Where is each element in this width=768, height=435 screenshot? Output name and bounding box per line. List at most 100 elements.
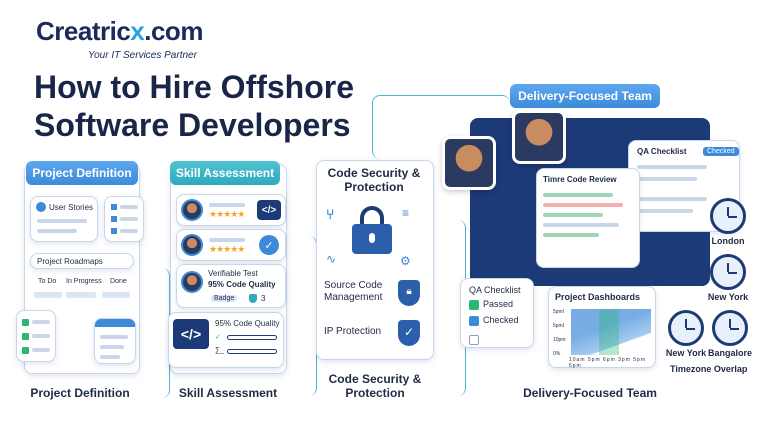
candidate-row: ★★★★★ ✓ — [176, 229, 286, 261]
qa-empty-item[interactable] — [469, 331, 483, 349]
checklist-icon — [111, 216, 117, 222]
checkbox-checked[interactable] — [469, 299, 479, 310]
text-line — [637, 197, 707, 201]
code-lines-icon: ≡ — [402, 206, 410, 220]
kanban-col-done: Done — [110, 278, 127, 285]
verifiable-test-card: Verifiable Test 95% Code Quality Badge 3 — [176, 264, 286, 308]
text-line — [100, 355, 120, 359]
test-count: 3 — [261, 294, 266, 303]
check-icon: ✓ — [215, 334, 221, 341]
text-line — [100, 345, 124, 349]
sigma-icon: ∑_ — [215, 347, 224, 354]
code-icon: </> — [257, 200, 281, 220]
page-title: How to Hire Offshore Software Developers — [34, 69, 355, 143]
qa-checked-item[interactable]: Checked — [469, 315, 519, 326]
user-stories-panel: User Stories — [30, 196, 98, 242]
connector-line — [372, 95, 510, 159]
code-line — [543, 223, 619, 227]
browser-mock-card — [94, 318, 136, 364]
kanban-card — [66, 292, 96, 298]
connector-line — [140, 268, 170, 398]
clock-icon — [712, 310, 748, 346]
dash-x-ticks: 10am 5pm 6pm 3pm 5pm 6pm — [569, 357, 647, 369]
rating-stars: ★★★★★ — [209, 244, 245, 254]
shield-check-icon: ✓ — [398, 320, 420, 346]
brand-tagline: Your IT Services Partner — [88, 50, 197, 61]
code-security-heading: Code Security & Protection — [327, 166, 421, 194]
kanban-board: To Do In Progress Done — [30, 274, 134, 324]
dash-y-tick: 10pm — [553, 337, 566, 343]
code-icon: </> — [173, 319, 209, 349]
code-quality-card: </> 95% Code Quality ✓ ∑_ — [168, 312, 284, 368]
skill-assessment-pill: Skill Assessment — [170, 161, 280, 185]
text-line — [120, 205, 138, 209]
text-line — [32, 348, 50, 352]
text-line — [32, 334, 50, 338]
city-label-london: London — [711, 236, 745, 246]
dashboard-area-chart — [571, 309, 651, 355]
checklist-panel — [104, 196, 144, 242]
team-member-avatar — [442, 136, 496, 190]
dash-y-tick: 5pml — [553, 323, 564, 329]
padlock-icon — [352, 206, 392, 254]
skill-assessment-caption: Skill Assessment — [178, 386, 278, 400]
browser-bar — [95, 319, 135, 327]
gear-icon: ⚙ — [400, 254, 411, 268]
clock-icon — [710, 198, 746, 234]
text-line — [637, 209, 693, 213]
brand-logo: Creatricx.com — [36, 16, 203, 46]
text-line — [637, 165, 707, 169]
shield-lock-icon: 🔒︎ — [398, 280, 420, 306]
checklist-icon — [111, 204, 117, 210]
ip-protection-label: IP Protection — [324, 326, 382, 337]
text-line — [209, 203, 245, 207]
progress-bar — [227, 335, 277, 340]
code-line — [543, 233, 599, 237]
connector-line — [287, 236, 317, 396]
candidate-avatar — [181, 234, 203, 256]
task-list-card — [16, 310, 56, 362]
user-stories-label: User Stories — [49, 203, 94, 212]
candidate-row: ★★★★★ </> — [176, 194, 286, 226]
city-label-newyork: New York — [707, 292, 749, 302]
text-line — [120, 229, 138, 233]
kanban-col-todo: To Do — [38, 278, 57, 285]
code-review-panel: Timre Code Review — [536, 168, 640, 268]
progress-bar — [227, 349, 277, 354]
code-line — [543, 203, 623, 207]
code-line — [543, 213, 603, 217]
checklist-icon — [111, 228, 117, 234]
qa-checklist-panel: QA Checklist Passed Checked — [460, 278, 534, 348]
project-definition-pill: Project Definition — [26, 161, 138, 185]
checkbox-checked[interactable] — [469, 315, 479, 326]
checkbox-unchecked[interactable] — [469, 334, 479, 345]
text-line — [120, 217, 138, 221]
timezone-overlap-label: Timezone Overlap — [670, 364, 748, 374]
code-review-title: Timre Code Review — [543, 175, 617, 184]
qa-passed-item[interactable]: Passed — [469, 299, 513, 310]
text-line — [37, 229, 77, 233]
rating-stars: ★★★★★ — [209, 209, 245, 219]
kanban-col-inprogress: In Progress — [66, 278, 102, 285]
kanban-card — [34, 292, 62, 298]
shield-icon — [249, 294, 257, 303]
dashboard-highlight — [599, 309, 619, 355]
code-security-caption: Code Security & Protection — [328, 372, 422, 400]
badge-icon: ✓ — [259, 235, 279, 255]
check-icon — [22, 333, 29, 340]
text-line — [209, 238, 245, 242]
qa-checklist-title: QA Checklist — [637, 147, 687, 156]
check-icon — [22, 319, 29, 326]
project-roadmaps-label: Project Roadmaps — [37, 257, 103, 266]
check-icon — [22, 347, 29, 354]
verifiable-test-title: Verifiable Test — [208, 269, 258, 278]
candidate-avatar — [181, 199, 203, 221]
text-line — [32, 320, 50, 324]
dash-y-tick: 0% — [553, 351, 561, 357]
kanban-card — [102, 292, 130, 298]
text-line — [100, 335, 128, 339]
city-label-bangalore: Bangalore — [707, 348, 752, 358]
city-label-newyork-2: New York — [665, 348, 707, 358]
checked-badge: Checked — [703, 147, 739, 156]
candidate-avatar — [181, 271, 203, 293]
